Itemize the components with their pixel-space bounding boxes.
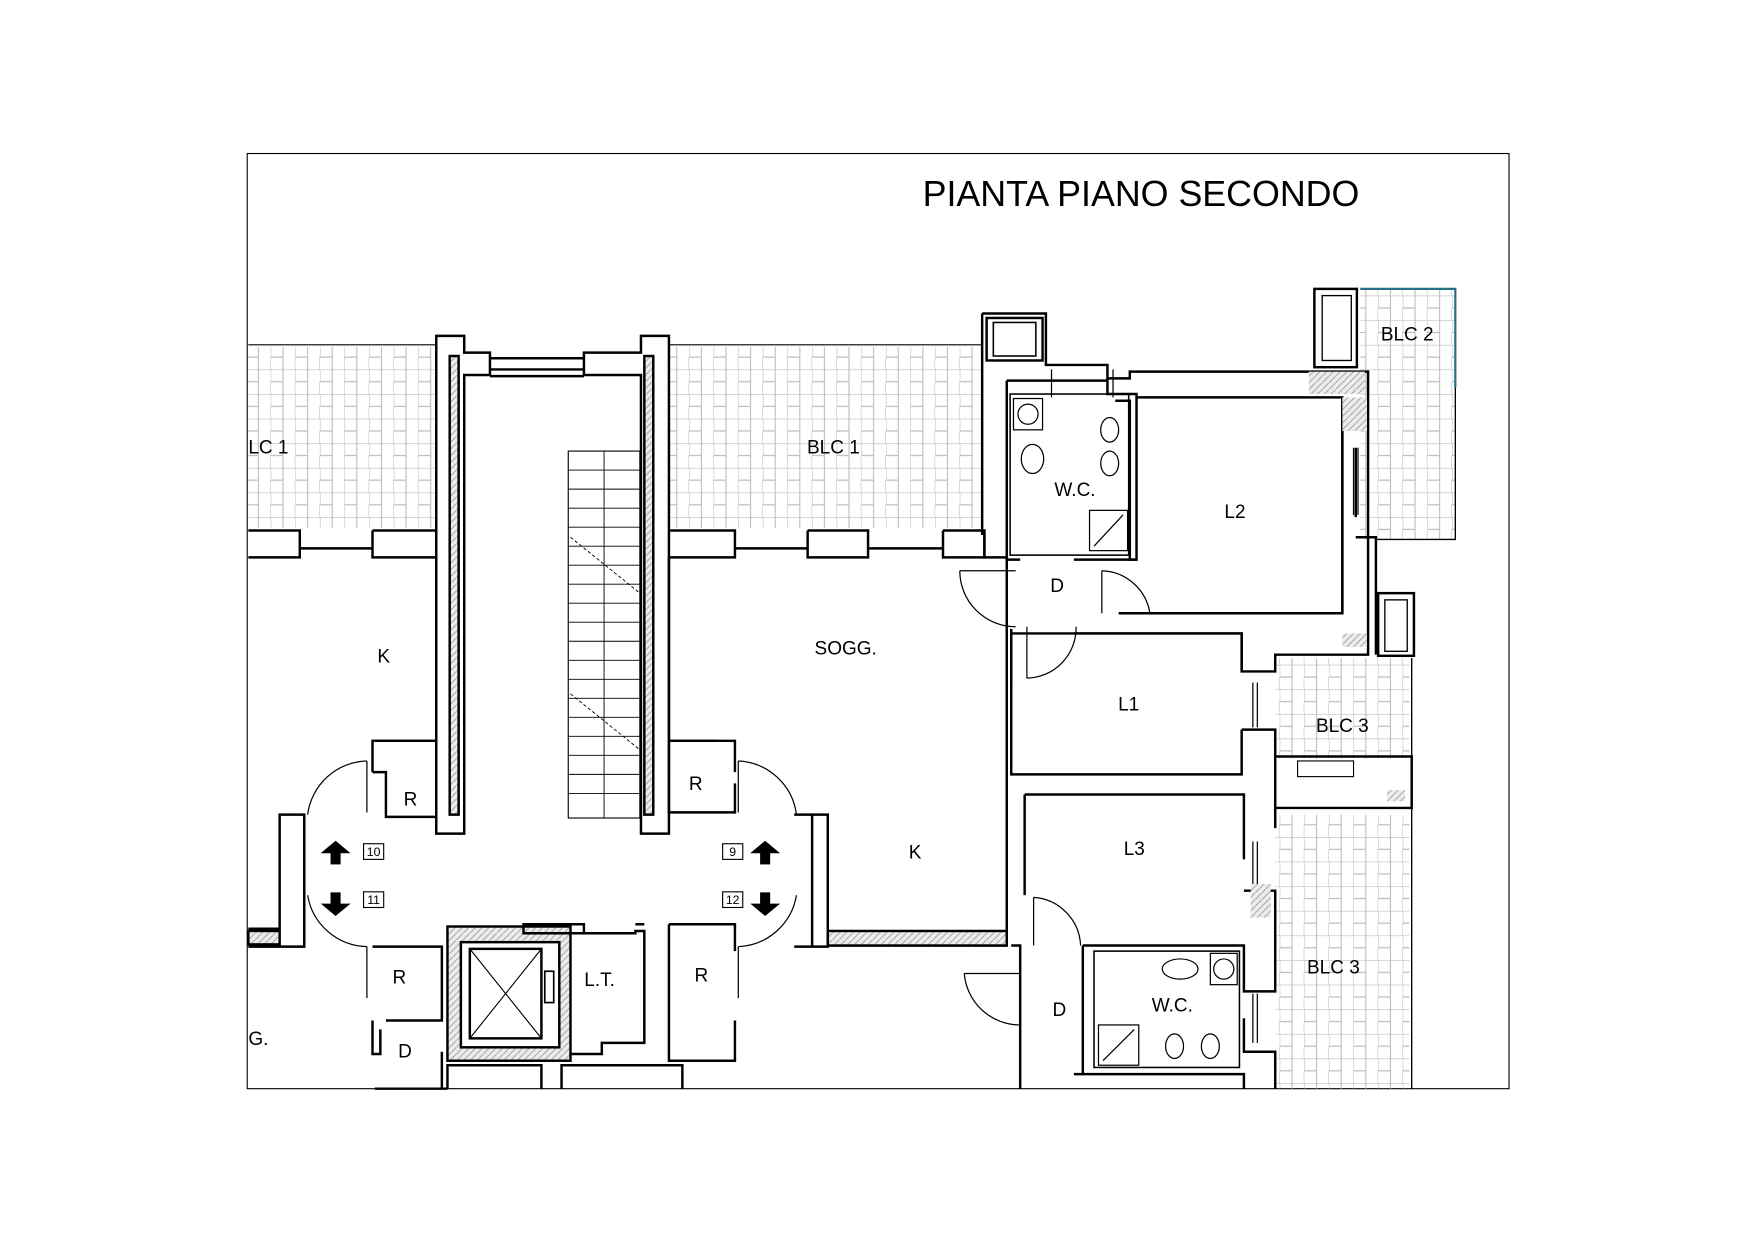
label-k-right: K bbox=[909, 842, 922, 863]
label-l1: L1 bbox=[1118, 695, 1139, 716]
marker-12: 12 bbox=[722, 891, 744, 909]
wc-upper-fixtures bbox=[1012, 397, 1129, 552]
label-r-left-lower: R bbox=[392, 968, 406, 989]
label-l2: L2 bbox=[1224, 502, 1245, 523]
room-labels: LC 1 BLC 1 BLC 2 BLC 3 BLC 3 K K SOGG. W… bbox=[248, 324, 1433, 1062]
svg-text:10: 10 bbox=[367, 845, 381, 859]
stair-treads bbox=[568, 451, 641, 818]
balcony-blc3-upper bbox=[1275, 658, 1410, 759]
label-lt: L.T. bbox=[584, 970, 615, 991]
label-sogg: SOGG. bbox=[815, 639, 877, 660]
balcony-blc3-lower bbox=[1275, 814, 1410, 1089]
label-wc-upper: W.C. bbox=[1054, 480, 1095, 501]
label-r-center-upper: R bbox=[689, 774, 703, 795]
label-l3: L3 bbox=[1124, 839, 1145, 860]
blc2-outline bbox=[1360, 287, 1457, 388]
balconies bbox=[248, 287, 1457, 1089]
svg-text:9: 9 bbox=[729, 845, 736, 859]
marker-10: 10 bbox=[362, 843, 385, 860]
label-blc1-center: BLC 1 bbox=[807, 437, 860, 458]
svg-text:12: 12 bbox=[726, 893, 740, 907]
label-r-center-lower: R bbox=[695, 965, 709, 986]
svg-text:11: 11 bbox=[367, 893, 380, 907]
label-blc2: BLC 2 bbox=[1381, 324, 1434, 345]
label-wc-lower: W.C. bbox=[1152, 996, 1193, 1017]
label-blc1-left: LC 1 bbox=[248, 437, 288, 458]
label-d-lower-right: D bbox=[1052, 1000, 1066, 1021]
label-d-lower-left: D bbox=[398, 1041, 412, 1062]
balcony-blc2 bbox=[1360, 288, 1456, 540]
label-k-left: K bbox=[377, 647, 390, 668]
doors bbox=[307, 369, 1359, 1043]
marker-9: 9 bbox=[722, 843, 744, 860]
exit-arrows bbox=[320, 840, 781, 917]
label-d-upper: D bbox=[1050, 576, 1064, 597]
lift-shaft bbox=[446, 925, 572, 1062]
balcony-blc1-left bbox=[248, 347, 437, 529]
drawing-frame bbox=[246, 152, 1510, 1090]
marker-11: 11 bbox=[362, 891, 385, 909]
walls bbox=[247, 287, 1416, 1090]
label-g-partial: G. bbox=[248, 1029, 268, 1050]
plan-title: PIANTA PIANO SECONDO bbox=[923, 174, 1360, 214]
label-blc3-lower: BLC 3 bbox=[1307, 957, 1360, 978]
balcony-blc1-center bbox=[668, 347, 983, 529]
wc-lower-fixtures bbox=[1097, 952, 1238, 1066]
label-blc3-upper: BLC 3 bbox=[1316, 716, 1369, 737]
label-r-left-upper: R bbox=[404, 790, 418, 811]
